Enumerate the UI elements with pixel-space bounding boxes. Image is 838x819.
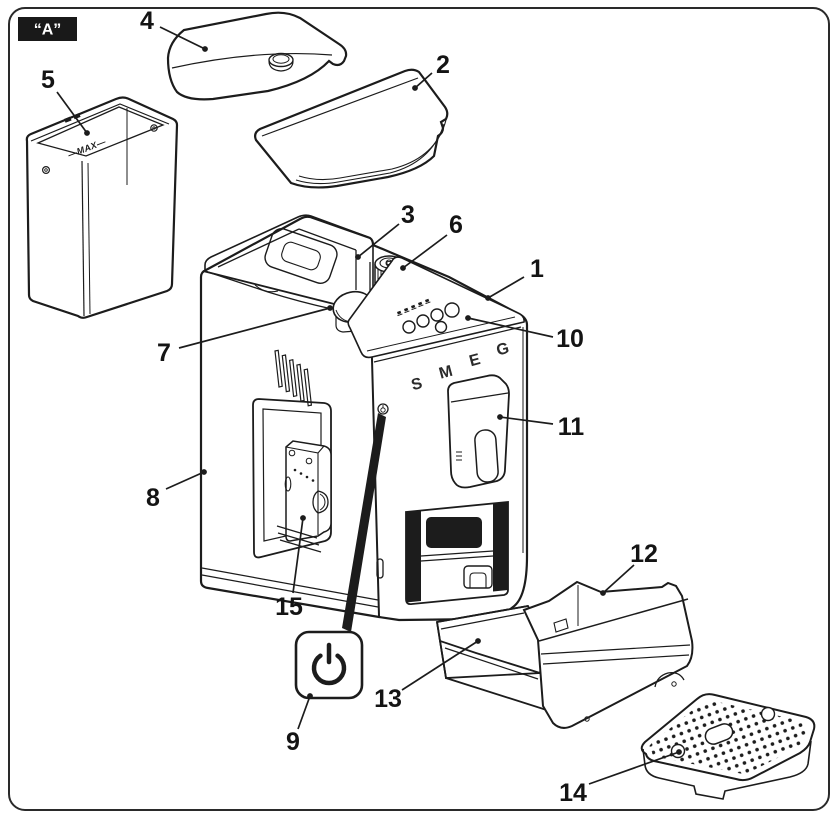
machine-body: S M E G (199, 214, 529, 622)
part-9-power-symbol-card (294, 630, 364, 700)
side-slot (376, 558, 384, 579)
page-border (8, 7, 830, 811)
power-icon (311, 642, 347, 686)
callout-3: 3 (401, 201, 415, 229)
callout-15: 15 (275, 593, 303, 621)
figure-label-text: “A” (34, 22, 62, 39)
brand-letter-s: S (409, 375, 424, 394)
drink-buttons (402, 302, 460, 334)
callout-numbers: 1 2 3 4 5 6 7 8 9 10 11 12 13 14 15 (41, 7, 658, 807)
callout-8: 8 (146, 484, 160, 512)
callout-1: 1 (530, 255, 544, 283)
power-pointer-wedge (342, 413, 386, 632)
brand-letter-g: G (495, 340, 511, 360)
part-4-small-lid (166, 11, 348, 101)
drip-tray-cavity (405, 501, 509, 606)
figure-label: “A” (18, 17, 77, 41)
part-11-coffee-spout (447, 374, 510, 489)
callout-7: 7 (157, 339, 171, 367)
callout-14: 14 (559, 779, 587, 807)
callout-5: 5 (41, 66, 55, 94)
leader-dots (84, 46, 682, 755)
callout-6: 6 (449, 211, 463, 239)
callout-9: 9 (286, 728, 300, 756)
brand-letter-m: M (437, 363, 454, 383)
part-2-top-cover (254, 68, 449, 189)
brand-letter-e: E (467, 351, 482, 370)
power-button (377, 403, 389, 415)
callout-10: 10 (556, 325, 584, 353)
side-ribs (276, 525, 322, 553)
leader-lines (56, 26, 680, 785)
part-10-control-panel (347, 256, 525, 363)
callout-13: 13 (374, 685, 402, 713)
part-3-tank-compartment (204, 214, 374, 310)
part-13-drip-tray (435, 604, 557, 714)
callout-2: 2 (436, 51, 450, 79)
tank-latch-nubs (64, 113, 81, 123)
callout-12: 12 (630, 540, 658, 568)
callout-4: 4 (140, 7, 154, 35)
part-14-drip-grid (640, 693, 816, 800)
part-12-grounds-container (522, 580, 694, 729)
drink-indicator-icons (397, 298, 431, 317)
brand-logo: S M E G (409, 340, 511, 394)
part-5-water-tank: —MAX— (25, 96, 179, 319)
callout-11: 11 (558, 413, 585, 441)
side-vents (274, 349, 313, 407)
part-15-brew-unit (284, 440, 332, 542)
figure-label-box (18, 17, 77, 41)
